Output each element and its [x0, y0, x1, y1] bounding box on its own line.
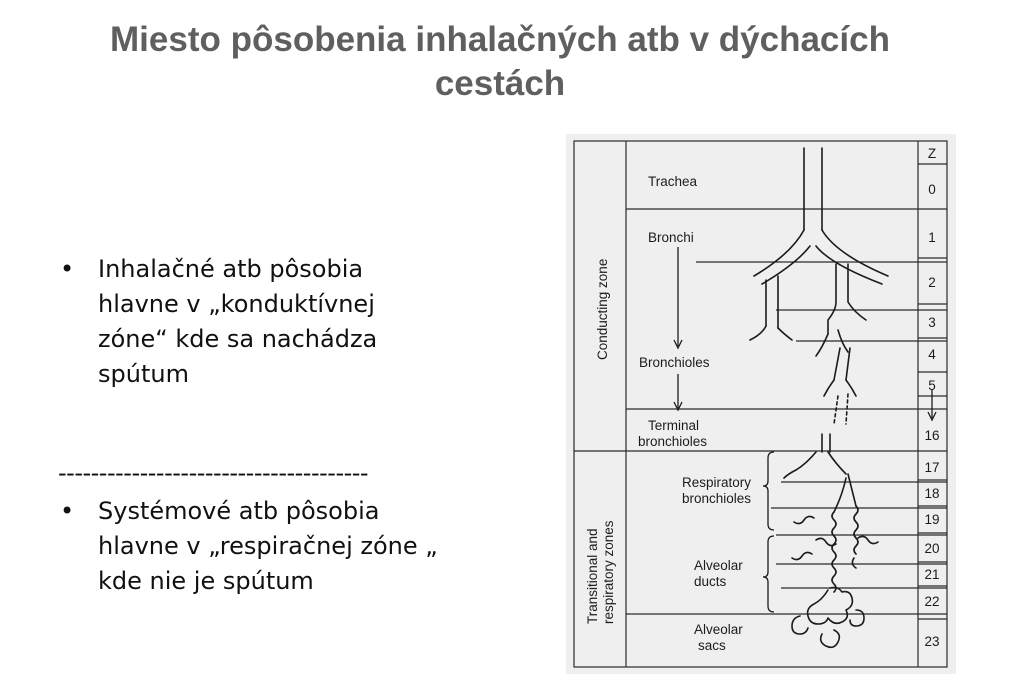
zone-brackets [762, 451, 775, 613]
generation-numbers: Z 0 1 2 3 4 5 16 17 18 19 20 21 22 23 [924, 146, 939, 649]
airway-diagram: Conducting zone Transitional and respira… [566, 134, 956, 674]
label-terminal-1: Terminal [648, 418, 699, 433]
bullet-systemic-atb: • Systémové atb pôsobia hlavne v „respir… [58, 494, 498, 599]
bullet-line: kde nie je spútum [98, 567, 314, 595]
label-bronchioles: Bronchioles [639, 355, 710, 370]
bullet-marker: • [60, 497, 75, 525]
title-line-2: cestách [434, 64, 566, 103]
slide-title: Miesto pôsobenia inhalačných atb v dýcha… [30, 18, 970, 106]
transitional-zone-label-2: respiratory zones [601, 520, 616, 624]
generation-number: 21 [924, 567, 939, 582]
label-terminal-2: bronchioles [638, 434, 707, 449]
generation-number: 3 [928, 315, 936, 330]
transitional-zone-label-1: Transitional and [585, 528, 600, 624]
generation-number: 20 [924, 541, 939, 556]
bullet-line: zóne“ kde sa nachádza [98, 325, 378, 353]
bullet-line: hlavne v „konduktívnej [98, 290, 375, 318]
bullet-marker: • [60, 255, 75, 283]
label-trachea: Trachea [648, 174, 698, 189]
bullet-inhaled-atb: • Inhalačné atb pôsobia hlavne v „konduk… [58, 252, 498, 392]
bullet-list: • Inhalačné atb pôsobia hlavne v „konduk… [58, 252, 498, 599]
generation-number: 4 [928, 347, 936, 362]
label-bronchi: Bronchi [648, 230, 694, 245]
label-respiratory-2: bronchioles [682, 491, 751, 506]
dashed-divider: -------------------------------------- [58, 459, 369, 487]
generation-number: 1 [928, 230, 936, 245]
generation-number: 17 [924, 460, 939, 475]
generation-number: 18 [924, 486, 939, 501]
generation-number: 22 [924, 594, 939, 609]
bullet-line: Systémové atb pôsobia [98, 497, 380, 525]
diagram-frame [573, 140, 948, 668]
label-alveolar-ducts-1: Alveolar [694, 558, 743, 573]
row-lines [626, 163, 947, 620]
generation-number: 19 [924, 512, 939, 527]
label-alveolar-sacs-1: Alveolar [694, 622, 743, 637]
airway-tree [749, 147, 889, 649]
flow-arrows [673, 247, 937, 422]
label-respiratory-1: Respiratory [682, 475, 751, 490]
generation-number: 0 [928, 182, 936, 197]
generation-number: 23 [924, 634, 939, 649]
generation-number: 2 [928, 275, 936, 290]
airway-diagram-svg: Conducting zone Transitional and respira… [573, 140, 948, 668]
bullet-line: spútum [98, 360, 189, 388]
generation-number: 5 [928, 378, 936, 393]
label-alveolar-ducts-2: ducts [694, 574, 727, 589]
title-line-1: Miesto pôsobenia inhalačných atb v dýcha… [110, 20, 890, 59]
conducting-zone-label: Conducting zone [595, 259, 610, 360]
z-header: Z [928, 146, 936, 161]
bullet-line: hlavne v „respiračnej zóne „ [98, 532, 438, 560]
bullet-line: Inhalačné atb pôsobia [98, 255, 364, 283]
label-alveolar-sacs-2: sacs [698, 638, 726, 653]
generation-number: 16 [924, 428, 939, 443]
